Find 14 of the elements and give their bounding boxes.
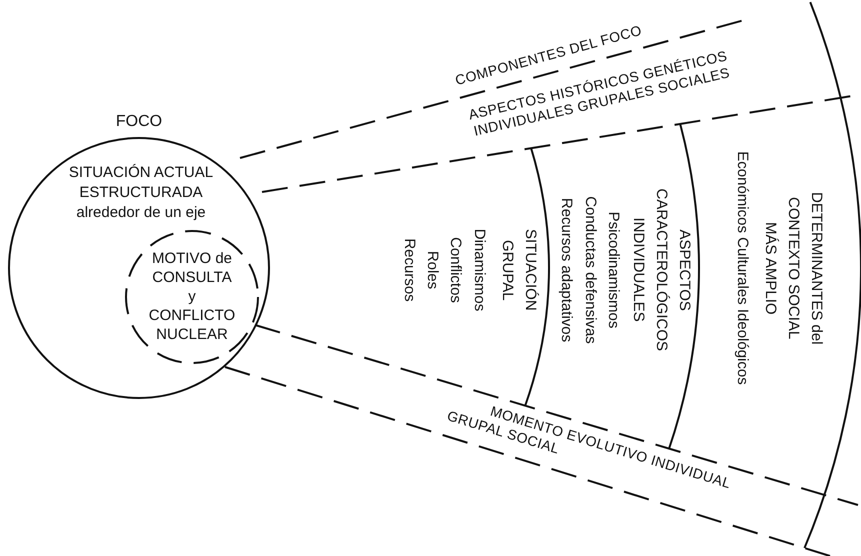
item-label: Recursos adaptativos (557, 198, 576, 342)
item-label: Roles (423, 250, 442, 290)
item-label: Dinamismos (470, 228, 489, 312)
item-label: Recursos (400, 238, 419, 302)
circle-heading: FOCO (114, 113, 164, 131)
item-label: Conflictos (446, 237, 465, 303)
item-label: Psicodinamismos (604, 212, 623, 328)
section-heading: DETERMINANTES del CONTEXTO SOCIAL MÁS AMPLIO (761, 190, 826, 346)
section-heading: ASPECTOS CARACTEROLÓGICOS INDIVIDUALES (629, 188, 694, 354)
item-label: Conductas defensivas (581, 196, 600, 344)
circle-text: SITUACIÓN ACTUAL ESTRUCTURADA alrededor de un eje (68, 163, 214, 223)
circle-text: MOTIVO de CONSULTA y CONFLICTO NUCLEAR (148, 249, 236, 344)
item-label: Económicos Culturales Ideológicos (733, 151, 752, 385)
section-heading: SITUACIÓN GRUPAL (498, 228, 540, 313)
